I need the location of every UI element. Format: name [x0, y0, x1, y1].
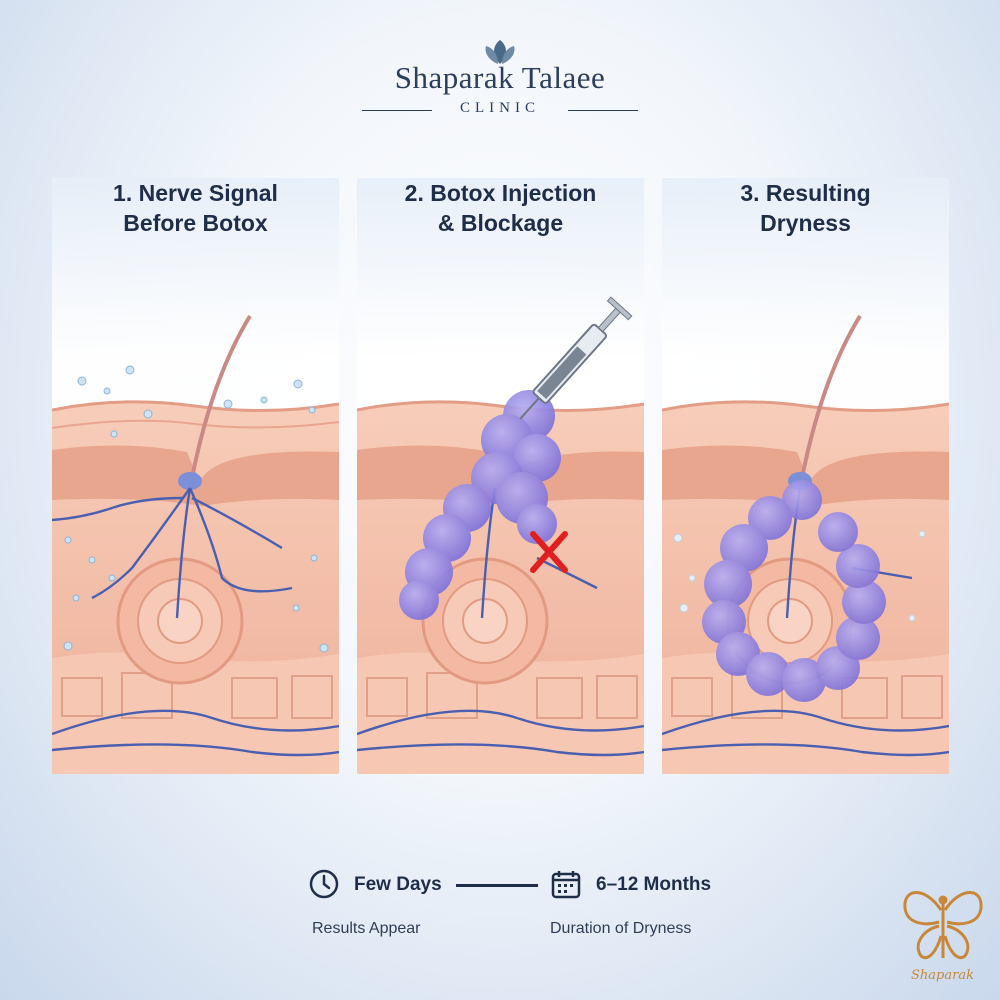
panel-title-line-2: Before Botox	[123, 210, 268, 236]
sweat-droplets	[63, 365, 329, 653]
clock-icon	[309, 869, 339, 899]
panel-resulting-dryness: 3. Resulting Dryness	[662, 178, 949, 774]
clinic-subtitle: CLINIC	[460, 100, 540, 116]
panel-title-line-1: 1. Nerve Signal	[113, 180, 278, 206]
panel-title-line-2: & Blockage	[437, 210, 564, 236]
timeline-legend: Few Days 6–12 Months Results Appear Dura…	[300, 866, 750, 946]
block-x-icon	[530, 531, 568, 573]
panel-title: 1. Nerve Signal Before Botox	[52, 178, 339, 238]
leaf-icon	[485, 40, 515, 64]
timeline-connector	[456, 884, 538, 887]
timeline-end-label: 6–12 Months	[596, 874, 712, 895]
panel-title: 3. Resulting Dryness	[662, 178, 949, 238]
brand-mark: Shaparak	[895, 880, 990, 990]
clinic-logo: Shaparak Talaee CLINIC	[350, 38, 650, 118]
clinic-name: Shaparak Talaee	[394, 60, 606, 95]
nerve-signal-illustration	[52, 314, 339, 774]
hair-follicle	[178, 314, 252, 490]
sweat-droplets	[673, 530, 926, 622]
timeline-start-sub: Results Appear	[312, 920, 421, 937]
timeline-end-sub: Duration of Dryness	[550, 920, 692, 937]
panel-title-line-1: 3. Resulting	[740, 180, 871, 206]
dryness-illustration	[662, 314, 949, 774]
syringe-icon	[519, 296, 633, 420]
calendar-icon	[551, 871, 581, 899]
botox-ring	[702, 480, 886, 702]
logo-divider-left	[362, 110, 432, 111]
panel-title: 2. Botox Injection & Blockage	[357, 178, 644, 238]
botox-injection-illustration	[357, 296, 644, 774]
gland	[116, 557, 244, 685]
panel-title-line-2: Dryness	[760, 210, 851, 236]
gland	[421, 557, 549, 685]
brand-text: Shaparak	[911, 968, 974, 983]
panel-botox-injection: 2. Botox Injection & Blockage	[357, 178, 644, 774]
panel-title-line-1: 2. Botox Injection	[404, 180, 597, 206]
logo-divider-right	[568, 110, 638, 111]
botox-cloud	[399, 390, 561, 620]
butterfly-icon	[903, 891, 983, 959]
timeline-start-label: Few Days	[354, 874, 442, 895]
nerve-branches	[52, 487, 339, 757]
panel-nerve-signal: 1. Nerve Signal Before Botox	[52, 178, 339, 774]
